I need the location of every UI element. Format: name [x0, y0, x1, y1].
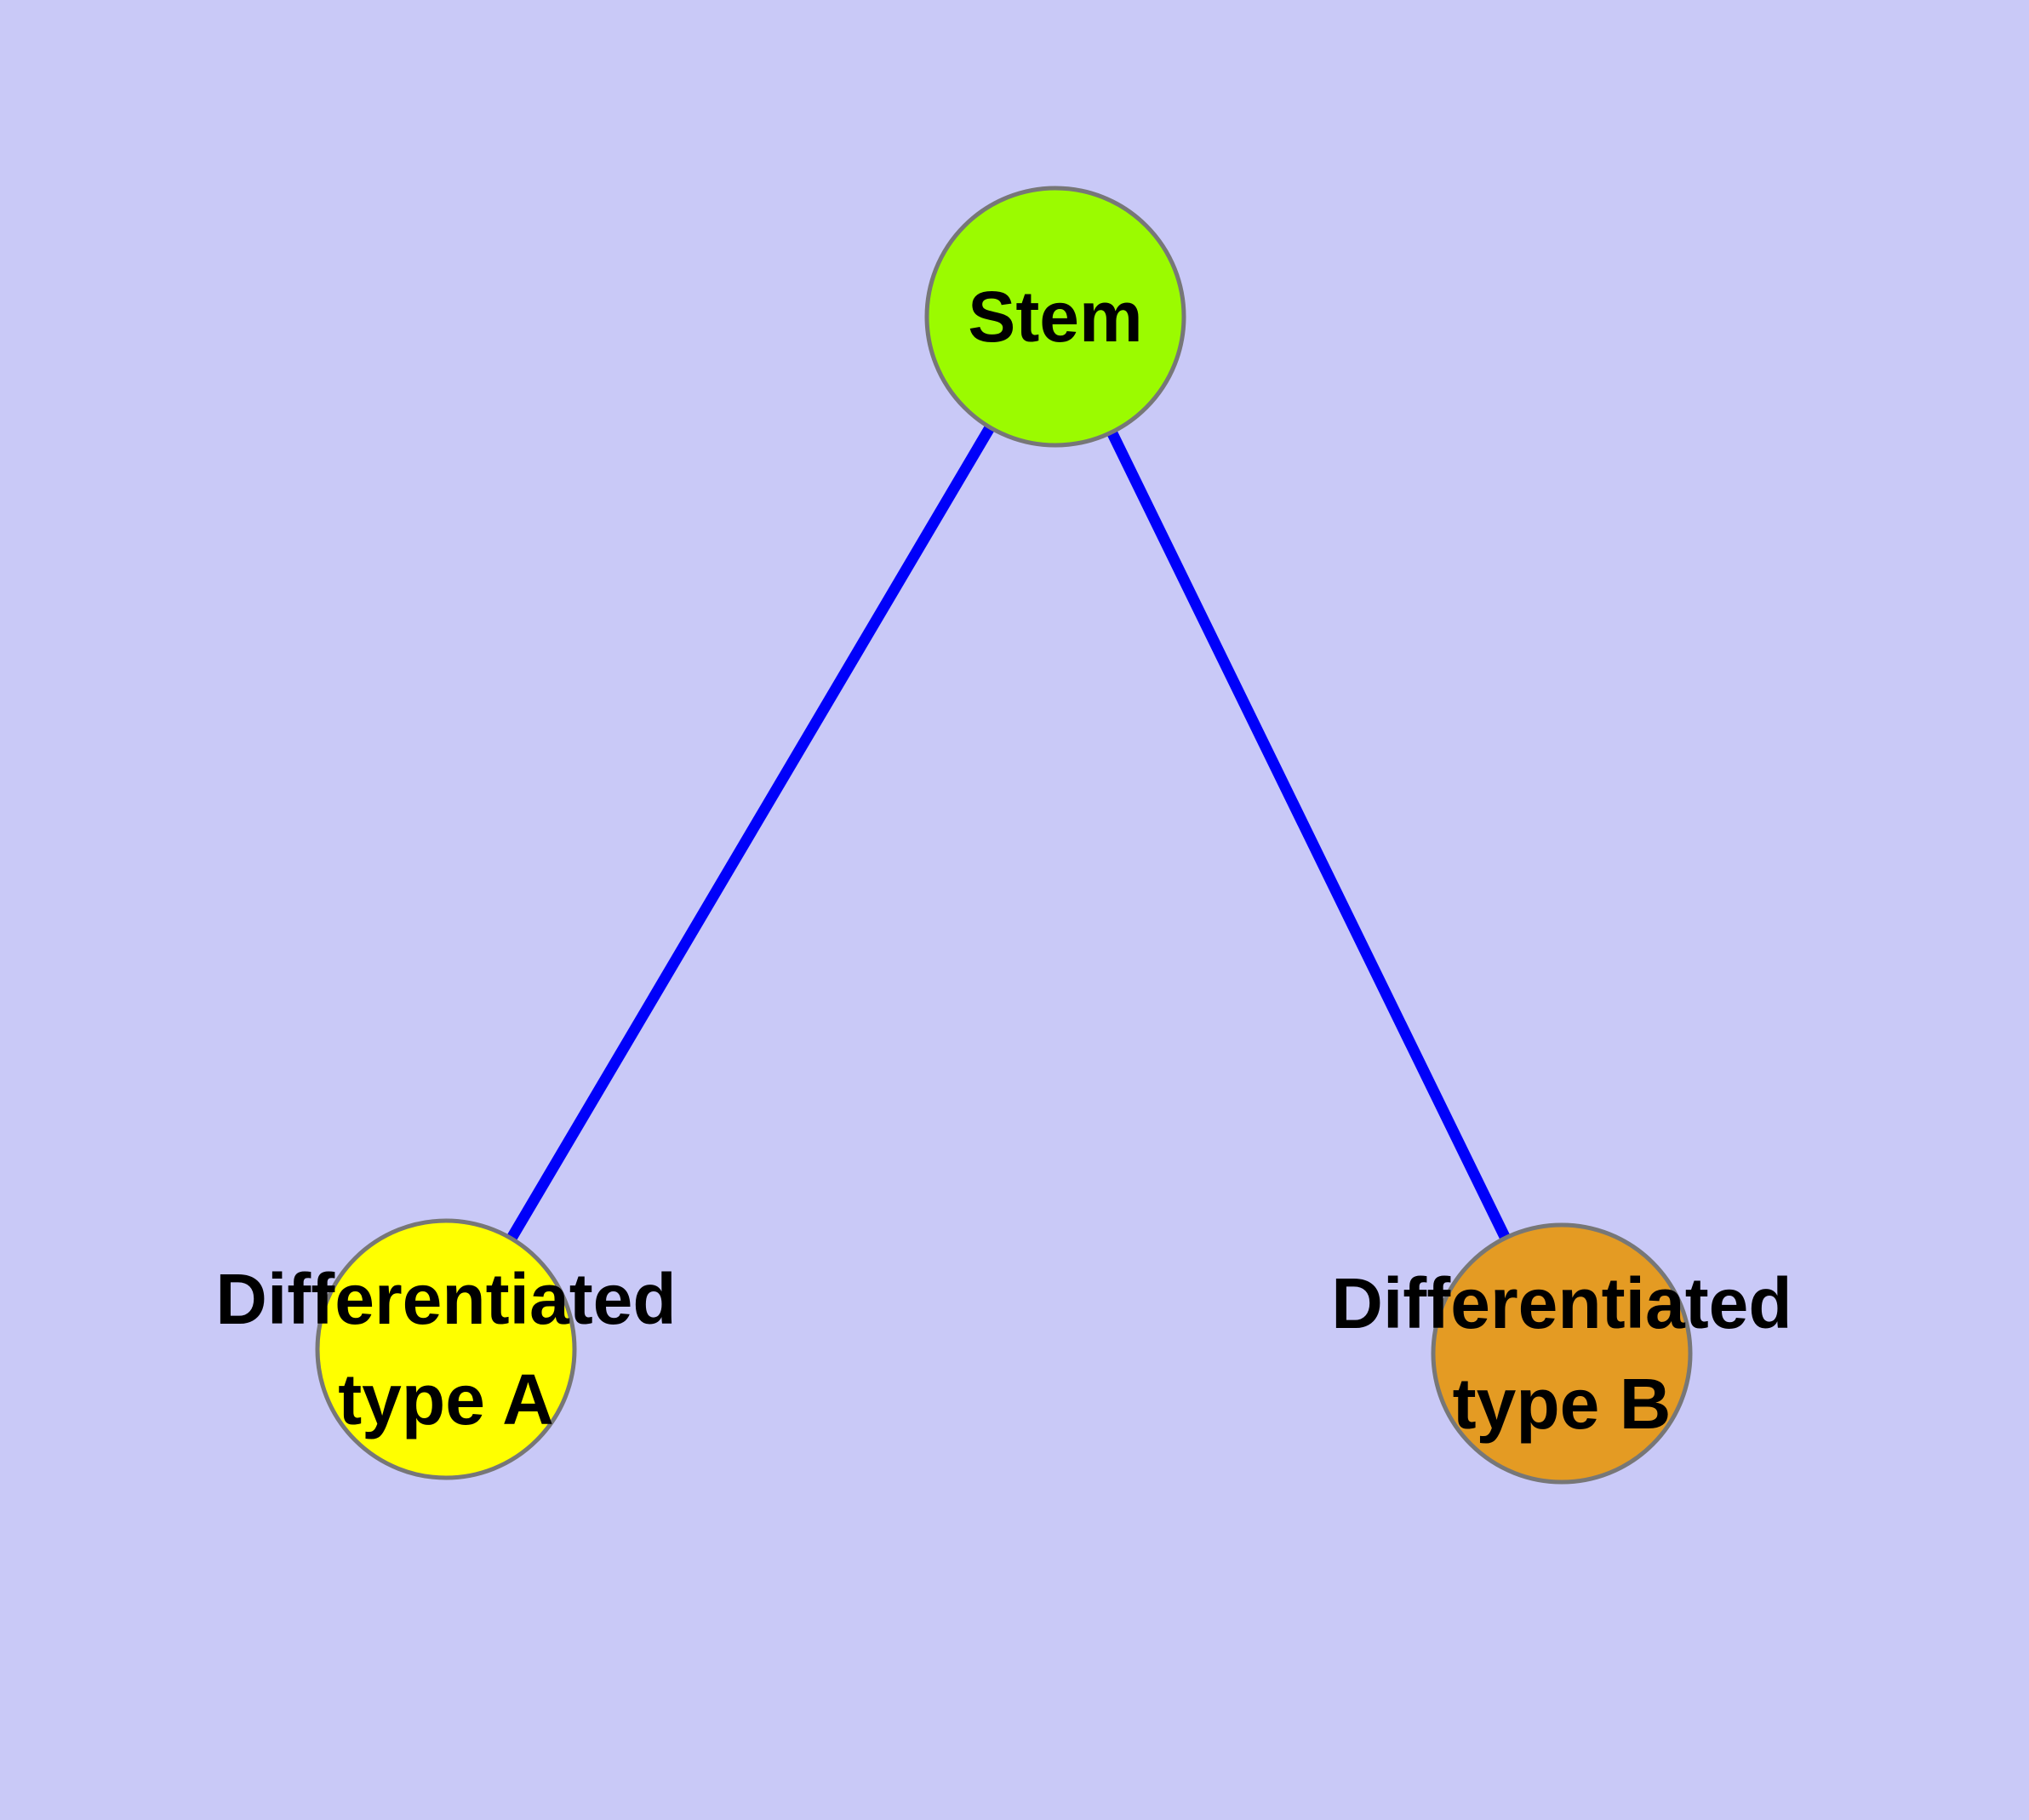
edge-stem-to-type-a: [441, 313, 1060, 1353]
node-type-a-label-line2: type A: [338, 1359, 554, 1439]
node-type-a-circle: [315, 1218, 577, 1480]
node-type-a-label-line1: Differentiated: [215, 1259, 677, 1339]
node-stem-circle: [924, 186, 1186, 448]
node-type-b-label: Differentiated type B: [1331, 1253, 1792, 1454]
edge-stem-to-type-b: [1050, 314, 1567, 1356]
node-type-a-label: Differentiated type A: [215, 1249, 676, 1450]
node-stem-label: Stem: [968, 266, 1142, 367]
node-type-b-label-line1: Differentiated: [1331, 1263, 1792, 1343]
node-stem-label-text: Stem: [968, 277, 1143, 357]
node-type-b-circle: [1431, 1222, 1693, 1485]
node-type-b-label-line2: type B: [1452, 1364, 1672, 1444]
